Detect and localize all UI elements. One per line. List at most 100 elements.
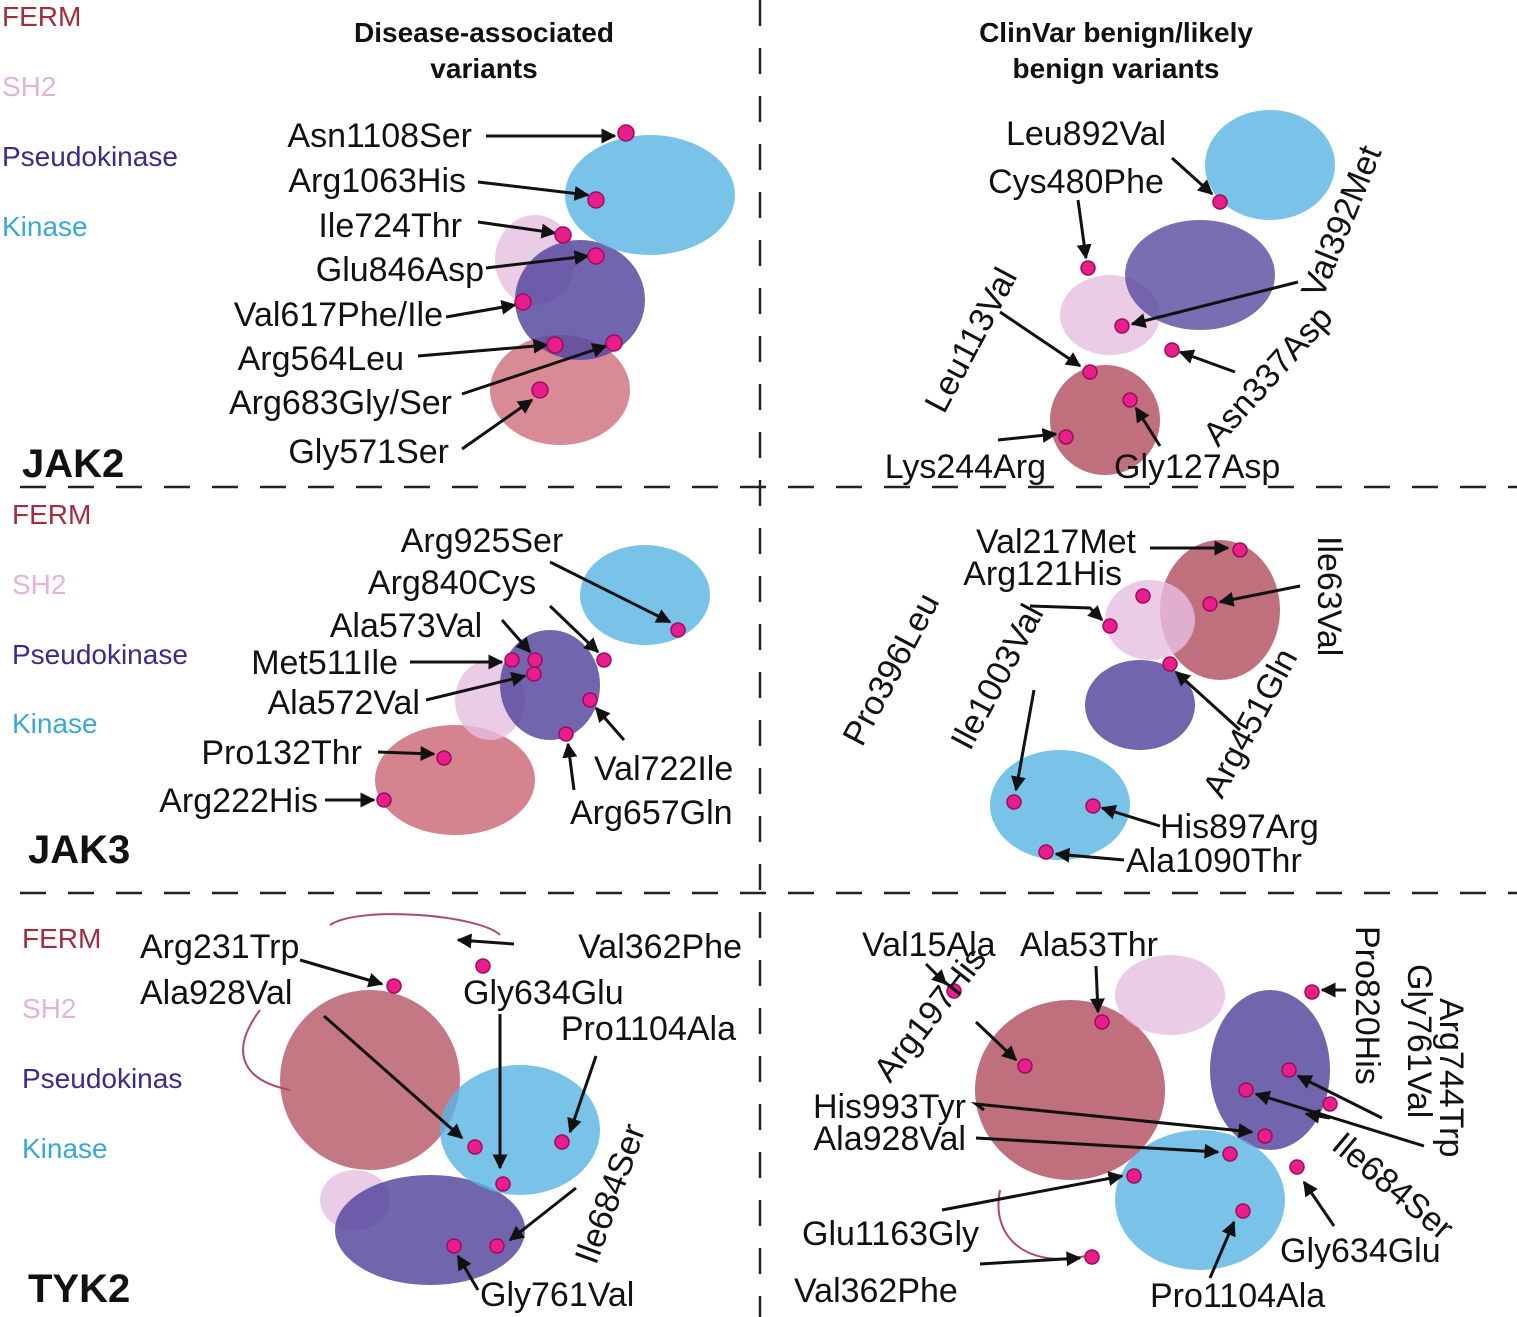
variant-arrow (1054, 847, 1125, 863)
variant-site (1102, 618, 1118, 634)
legend-ferm: FERM (2, 1, 81, 32)
variant-arrow (997, 427, 1058, 443)
variant-label: Gly127Asp (1114, 448, 1280, 486)
variant-arrow (461, 343, 608, 396)
column-header-benign: ClinVar benign/likely benign variants (979, 17, 1253, 84)
legend-sh2: SH2 (12, 569, 66, 600)
variant-site (386, 978, 402, 994)
variant-site (946, 983, 962, 999)
panel-dividers (20, 0, 1517, 1317)
variant-site (1322, 1096, 1338, 1112)
pseudokinase-domain (500, 630, 600, 740)
variant-site (1122, 392, 1138, 408)
variant-arrow (417, 338, 549, 358)
variant-arrow (1302, 1180, 1336, 1227)
ferm-loop (242, 913, 501, 1091)
variant-label: Pro1104Ala (561, 1010, 736, 1048)
variant-arrow (485, 250, 590, 270)
variant-site (587, 247, 605, 265)
variant-site (1304, 984, 1320, 1000)
variant-label: Glu1163Gly (802, 1215, 979, 1253)
variant-site (1094, 1014, 1110, 1030)
variant-arrow (924, 962, 948, 986)
variant-arrow (1089, 965, 1105, 1014)
ferm-domain (280, 990, 460, 1170)
kinase-domain (565, 135, 735, 255)
variant-site (446, 1238, 462, 1254)
ferm-domain (975, 1000, 1165, 1180)
variant-arrow (477, 220, 557, 239)
pseudokinase-domain (1085, 660, 1195, 750)
variant-site (554, 1134, 570, 1150)
variant-label: Val617Phe/Ile (234, 296, 443, 334)
variant-label: Ile63Val (1310, 536, 1348, 656)
variant-site (1126, 1168, 1142, 1184)
variant-site (617, 124, 635, 142)
variant-arrow (979, 1251, 1082, 1267)
variant-label: Arg683Gly/Ser (229, 384, 452, 422)
variant-arrow (1178, 349, 1236, 374)
variant-site (1084, 1249, 1100, 1265)
variant-arrow (461, 398, 534, 451)
variant-arrow (941, 1171, 1124, 1212)
variant-arrow (970, 1101, 1254, 1139)
pseudokinase-domain (1125, 220, 1275, 330)
variant-label: Pro1104Ala (1150, 1277, 1325, 1315)
variant-site (1082, 364, 1098, 380)
variant-arrow (1254, 1090, 1425, 1148)
variant-label: Ile724Thr (318, 207, 462, 245)
variant-label: Ala928Val (814, 1120, 967, 1158)
variant-site (1257, 1128, 1273, 1144)
legend-ferm: FERM (12, 499, 91, 530)
ferm-domain (375, 725, 535, 835)
pseudokinase-domain (1210, 990, 1330, 1150)
variant-arrow (377, 746, 436, 762)
variant-arrow (567, 1055, 598, 1134)
pseudokinase-domain (335, 1175, 525, 1285)
variant-arrow (1296, 1074, 1383, 1120)
variant-site (531, 381, 549, 399)
structure-jak2-benign (1050, 110, 1335, 475)
variant-label: Ala928Val (140, 974, 293, 1012)
tyk2-benign-variants: Val15Ala Ala53Thr Arg197His Pro820His Gl… (794, 926, 1470, 1315)
kinase-domain (580, 545, 710, 645)
variant-arrow (425, 671, 527, 702)
variant-arrow (323, 1014, 464, 1140)
variant-label: Arg744Trp (1432, 998, 1470, 1157)
variant-arrow (562, 742, 578, 791)
variant-arrow (508, 1186, 577, 1242)
variant-site (1162, 656, 1178, 672)
sh2-domain (1105, 580, 1195, 660)
variant-site (1135, 588, 1151, 604)
variant-arrow (1011, 689, 1036, 792)
kinase-domain (440, 1065, 600, 1195)
jak2-disease-variants: Asn1108Ser Arg1063His Ile724Thr Glu846As… (229, 117, 635, 471)
legend-ferm: FERM (22, 923, 101, 954)
kinase-domain (1205, 110, 1335, 220)
variant-label: Leu113Val (918, 262, 1026, 419)
protein-name-jak2: JAK2 (22, 442, 124, 486)
variant-label: Ala1090Thr (1126, 842, 1302, 880)
variant-arrow (1134, 406, 1162, 447)
variant-label: Arg564Leu (238, 340, 404, 378)
variant-label: Gly571Ser (288, 433, 449, 471)
variant-label: Ala53Thr (1020, 926, 1158, 964)
legend-kinase: Kinase (2, 211, 88, 242)
column-header-disease: Disease-associated variants (354, 17, 614, 84)
variant-site (1289, 1159, 1305, 1175)
variant-site (1017, 1058, 1033, 1074)
legend-kinase: Kinase (22, 1133, 108, 1164)
variant-site (670, 622, 686, 638)
variant-site (1222, 1146, 1238, 1162)
variant-arrow (1130, 280, 1299, 328)
legend-jak3: FERM SH2 Pseudokinase Kinase (12, 499, 188, 739)
variant-arrow (1100, 804, 1161, 828)
ferm-domain (490, 335, 630, 445)
variant-label: Arg231Trp (140, 928, 299, 966)
variant-arrow (477, 180, 590, 201)
variant-arrow (1029, 604, 1104, 622)
header-disease-line1: Disease-associated (354, 17, 614, 48)
variant-label: Gly634Glu (463, 974, 624, 1012)
variant-arrow (999, 310, 1082, 368)
